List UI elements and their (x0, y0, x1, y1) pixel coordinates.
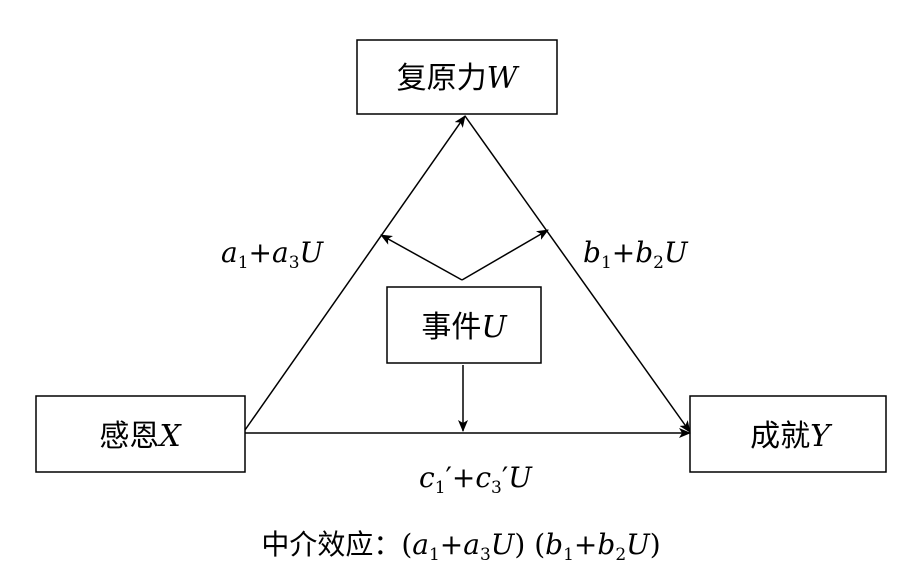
resilience-label: 复原力W (397, 61, 520, 96)
arrow-w-to-y (464, 115, 691, 433)
arrow-x-to-w (244, 115, 466, 431)
gratitude-label: 感恩X (99, 419, 182, 454)
event-box (386, 286, 542, 364)
b-path-label: b1+b2U (583, 236, 689, 273)
resilience-box (356, 39, 558, 115)
a-path-label: a1+a3U (221, 236, 325, 273)
achievement-label: 成就Y (750, 419, 833, 454)
gratitude-box (35, 395, 246, 473)
arrow-u-to-a-path (380, 234, 463, 281)
c-path-label: c1′+c3′U (419, 461, 533, 498)
achievement-box (689, 395, 887, 473)
event-label: 事件U (421, 310, 508, 345)
arrow-u-to-b-path (461, 229, 549, 281)
mediation-effect-caption: 中介效应：(a1+a3U) (b1+b2U) (261, 528, 660, 565)
